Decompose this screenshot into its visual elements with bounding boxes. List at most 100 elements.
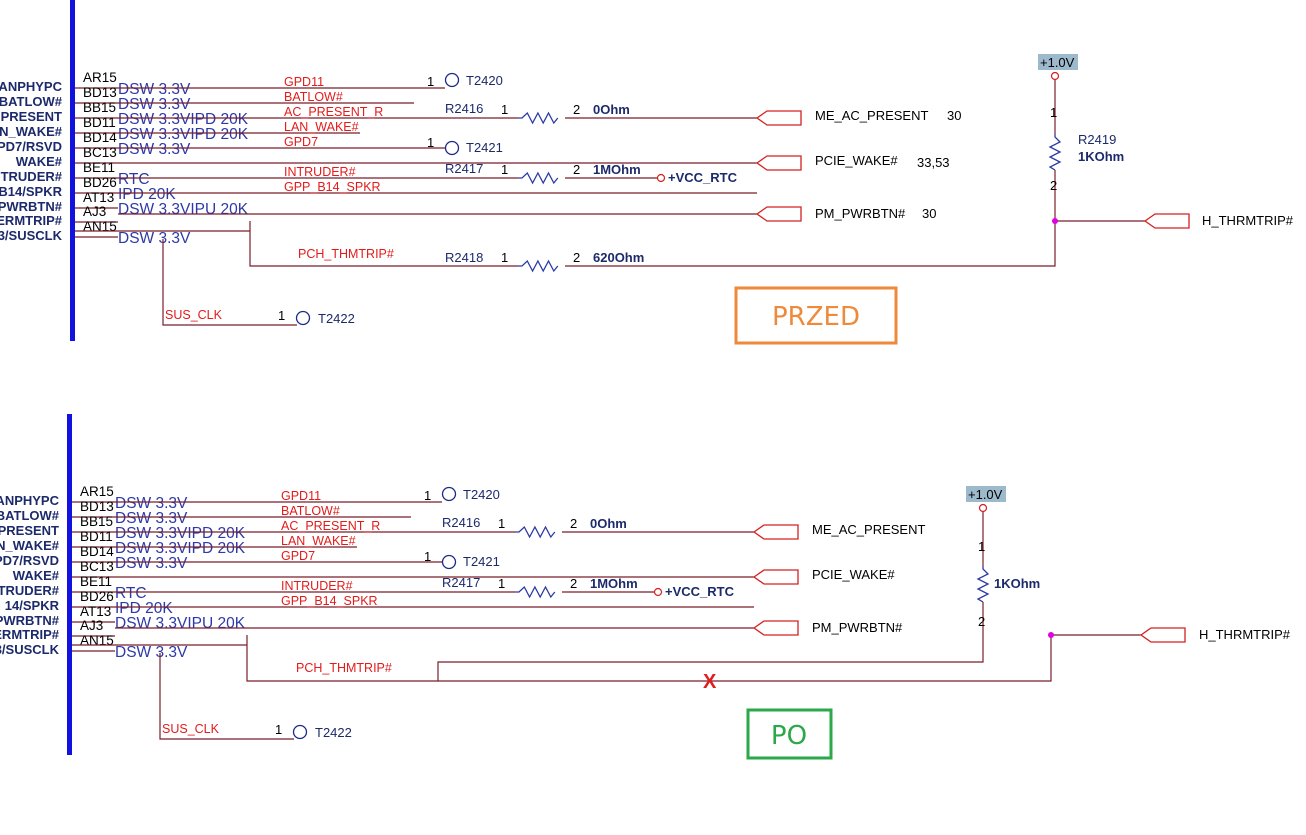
pin-type-label: DSW 3.3V: [115, 510, 188, 527]
net-wire: [249, 221, 518, 267]
ic-pin-name: BATLOW#: [0, 508, 60, 523]
ic-pin-name: TRUDER#: [0, 583, 60, 598]
pin-number: BD11: [80, 529, 113, 544]
ic-pin-name: ERMTRIP#: [0, 627, 60, 642]
ic-pin-name: PRESENT: [0, 523, 59, 538]
resistor-symbol: [518, 259, 559, 273]
power-label-bg: [1038, 54, 1078, 70]
pin-number: BD14: [83, 130, 117, 145]
pin-type-label: DSW 3.3VIPU 20K: [115, 615, 246, 632]
pin-type-label: IPD 20K: [115, 600, 173, 617]
resistor-pin: 2: [978, 614, 985, 629]
po-label: PO: [771, 721, 807, 751]
ic-body-edge: [67, 414, 72, 755]
net-label: PCH_THMTRIP#: [298, 247, 394, 261]
port-page-ref: 30: [922, 206, 936, 221]
off-page-connector: [755, 110, 802, 126]
pin-number: BD26: [80, 589, 114, 604]
po-box: [746, 708, 833, 760]
ic-pin-name: LANPHYPC: [0, 79, 63, 94]
pin-type-label: DSW 3.3VIPU 20K: [118, 201, 249, 218]
net-label: AC_PRESENT_R: [281, 519, 380, 533]
resistor-value: 1MOhm: [593, 162, 641, 177]
port-name: PM_PWRBTN#: [815, 206, 906, 221]
net-label: BATLOW#: [284, 90, 343, 104]
power-rail-label: +1.0V: [1040, 55, 1075, 70]
pin-type-label: RTC: [115, 585, 147, 602]
pin-number: BD13: [80, 499, 114, 514]
resistor-pin: 2: [573, 250, 580, 265]
port-page-ref: 30: [947, 108, 961, 123]
vcc-terminal: [656, 173, 666, 183]
net-label: SUS_CLK: [162, 722, 220, 736]
ic-pin-name: PD7/RSVD: [0, 139, 62, 154]
power-rail-label: +1.0V: [968, 487, 1003, 502]
port-name: H_THRMTRIP#: [1202, 213, 1294, 228]
pin-number: BC13: [83, 145, 117, 160]
off-page-connector: [755, 206, 802, 222]
net-wire: [438, 635, 1052, 682]
ic-pin-name: PWRBTN#: [0, 613, 60, 628]
port-name: PCIE_WAKE#: [812, 567, 895, 582]
ic-pin-name: B14/SPKR: [0, 184, 63, 199]
net-label: INTRUDER#: [281, 579, 353, 593]
net-label: LAN_WAKE#: [284, 120, 359, 134]
resistor-pin: 1: [501, 162, 508, 177]
testpoint-pin: 1: [427, 135, 434, 150]
net-label: BATLOW#: [281, 504, 340, 518]
ic-pin-name: WAKE#: [16, 154, 63, 169]
ic-pin-name: 3/SUSCLK: [0, 228, 63, 243]
pin-number: AN15: [80, 633, 114, 648]
resistor-symbol: [976, 566, 990, 603]
pin-type-label: DSW 3.3V: [118, 96, 191, 113]
resistor-pin: 2: [573, 162, 580, 177]
testpoint-circle: [295, 310, 311, 326]
port-page-ref: 33,53: [917, 155, 950, 170]
ic-pin-name: PRESENT: [1, 109, 62, 124]
ic-pin-name: PD7/RSVD: [0, 553, 59, 568]
testpoint-name: T2420: [463, 487, 500, 502]
testpoint-name: T2421: [466, 140, 503, 155]
pin-number: AR15: [83, 70, 117, 85]
pin-number: BE11: [80, 574, 112, 589]
resistor-pin: 1: [501, 250, 508, 265]
resistor-value: 0Ohm: [593, 102, 630, 117]
pin-number: BB15: [80, 514, 113, 529]
pin-type-label: DSW 3.3V: [118, 141, 191, 158]
net-wire: [162, 239, 297, 326]
resistor-symbol: [518, 171, 559, 185]
pin-number: BE11: [83, 160, 115, 175]
resistor-pin: 1: [498, 516, 505, 531]
net-label: GPP_B14_SPKR: [281, 594, 378, 608]
power-terminal: [978, 503, 988, 513]
pin-number: BC13: [80, 559, 114, 574]
net-label: SUS_CLK: [165, 308, 223, 322]
pin-type-label: DSW 3.3VIPD 20K: [118, 126, 249, 143]
off-page-connector: [752, 524, 799, 540]
testpoint-pin: 1: [275, 722, 282, 737]
schematic-panel-bottom: LANPHYPCBATLOW#PRESENTN_WAKE#PD7/RSVDWAK…: [0, 414, 1291, 760]
vcc-terminal: [653, 587, 663, 597]
testpoint-circle: [292, 724, 308, 740]
off-page-connector: [755, 155, 802, 171]
testpoint-pin: 1: [424, 549, 431, 564]
resistor-pin: 2: [1050, 178, 1057, 193]
resistor-value: 1KOhm: [1078, 149, 1124, 164]
przed-label: PRZED: [772, 302, 860, 332]
testpoint-pin: 1: [278, 308, 285, 323]
resistor-value: 0Ohm: [590, 516, 627, 531]
ic-pin-name: N_WAKE#: [0, 124, 63, 139]
testpoint-circle: [441, 554, 457, 570]
pin-number: BB15: [83, 100, 116, 115]
resistor-symbol: [518, 111, 559, 125]
pin-type-label: DSW 3.3V: [118, 230, 191, 247]
resistor-ref: R2418: [445, 250, 483, 265]
pin-number: BD26: [83, 175, 117, 190]
ic-pin-name: 14/SPKR: [5, 598, 60, 613]
net-label: GPD7: [284, 135, 318, 149]
power-label-bg: [966, 486, 1006, 502]
resistor-pin: 2: [570, 576, 577, 591]
schematic-panel-top: LANPHYPC BATLOW# PRESENTN_WAKE#PD7/RSVDWAK…: [0, 0, 1294, 345]
pin-type-label: DSW 3.3V: [115, 495, 188, 512]
